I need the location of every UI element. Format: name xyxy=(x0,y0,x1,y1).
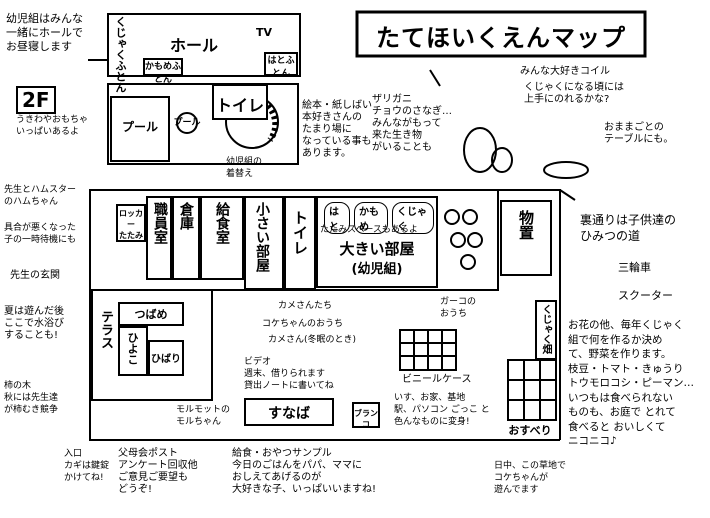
room-pool: プール xyxy=(121,120,158,134)
room-kamome-futon: かもめふとん xyxy=(145,62,182,85)
note-persimmon: 柿の木 秋には先生達 が柿むき競争 xyxy=(4,381,59,415)
room-kitchen: 給食室 xyxy=(214,202,230,244)
sandbox: すなば xyxy=(268,406,310,422)
note-koi: みんな大好きコイル xyxy=(520,66,610,77)
class-kamome: かもめ xyxy=(354,202,388,234)
note-changing: 幼児組の 着替え xyxy=(226,157,263,179)
room-toilet: トイレ xyxy=(291,210,309,255)
note-top-left: 幼児組はみんな 一緒にホールで お昼寝します xyxy=(6,12,83,53)
note-vinyl-desc: いす、お家、基地 駅、パソコン ごっこ と 色んなものに変身! xyxy=(394,393,490,427)
floor-label: 2F xyxy=(16,86,56,114)
terrace-label: テラス xyxy=(98,310,113,349)
note-lunch-post: 父母会ポスト アンケート回収他 ご意見ご要望も どうぞ! xyxy=(118,448,198,495)
note-weekday: 日中、この草地で コケちゃんが 遊んでます xyxy=(494,461,567,495)
note-kitchen-toy: おままごとの テーブルにも。 xyxy=(604,122,674,145)
room-toilet-2f: トイレ xyxy=(215,96,264,115)
slide: おすべり xyxy=(508,424,552,437)
room-hato-futon: はとふとん xyxy=(267,56,295,79)
note-scooter: スクーター xyxy=(618,289,673,302)
room-tsubame: つばめ xyxy=(134,308,168,321)
room-staff: 職員室 xyxy=(152,202,168,244)
class-hato: はと xyxy=(324,202,350,234)
map-title: たてほいくえんマップ xyxy=(376,24,626,52)
room-hall: ホール xyxy=(170,36,219,55)
room-hiyoko: ひよこ xyxy=(126,332,139,365)
note-summer: 夏は遊んだ後 ここで水浴び することも! xyxy=(4,306,64,341)
note-chicken: コケちゃんのおうち xyxy=(262,319,344,329)
room-storage: 倉庫 xyxy=(178,202,194,230)
note-snack: 給食・おやつサンプル 今日のごはんをパパ、ママに おしえてあげるのが 大好きな子… xyxy=(232,448,377,495)
note-teacher-hamster: 先生とハムスター のハムちゃん xyxy=(4,185,77,207)
note-mole: モルモットの モルちゃん xyxy=(176,405,231,427)
tv-label: TV xyxy=(256,26,273,39)
room-big: 大きい部屋 xyxy=(339,240,415,258)
note-beetle: カメさんたち xyxy=(278,301,333,311)
note-koi-question: くじゃくになる頃には 上手にのれるかな? xyxy=(524,82,624,105)
room-hibari: ひばり xyxy=(151,354,181,365)
note-entrance-warn: 入口 カギは鍵錠 かけてね! xyxy=(64,449,110,483)
class-kujaku: くじゃく xyxy=(392,202,434,234)
note-creatures: ザリガニ チョウのさなぎ… みんながもって 来た生き物 がいることも xyxy=(372,94,452,153)
room-kujaku-futon: くじゃくふとん xyxy=(114,16,127,93)
note-video: ビデオ 週末、借りられます 貸出ノートに書いてね xyxy=(244,357,334,391)
room-big-sub: (幼児組) xyxy=(351,262,403,277)
note-picture-books: 絵本・紙しばい 本好きさんの たまり場に なっている事も あります。 xyxy=(302,100,372,159)
note-sick: 具合が悪くなった 子の一時待機にも xyxy=(4,223,77,245)
note-goat: ガーコの おうち xyxy=(440,297,477,319)
note-vegetables: お花の他、毎年くじゃく 組で何を作るか決め て、野菜を作ります。 枝豆・トマト・… xyxy=(568,319,694,447)
kujaku-field: くじゃく畑 xyxy=(540,304,551,354)
swing: ブランコ xyxy=(354,409,378,429)
note-backyard: 裏通りは子供達の ひみつの道 xyxy=(580,213,677,243)
room-locker: ロッカー たたみ xyxy=(119,209,143,240)
tatami-note: たたみスペースもあるよ xyxy=(320,225,418,235)
room-warehouse: 物置 xyxy=(517,210,535,240)
room-pool-small: プール xyxy=(173,118,201,128)
note-turtle-winter: カメさん(冬眠のとき) xyxy=(268,335,357,345)
note-vinyl-case: ビニールケース xyxy=(402,374,472,385)
note-tricycle: 三輪車 xyxy=(618,261,651,274)
room-small: 小さい部屋 xyxy=(254,202,270,272)
note-entrance: 先生の玄関 xyxy=(10,270,60,281)
note-toys: うきわやおもちゃ いっぱいあるよ xyxy=(16,115,89,137)
